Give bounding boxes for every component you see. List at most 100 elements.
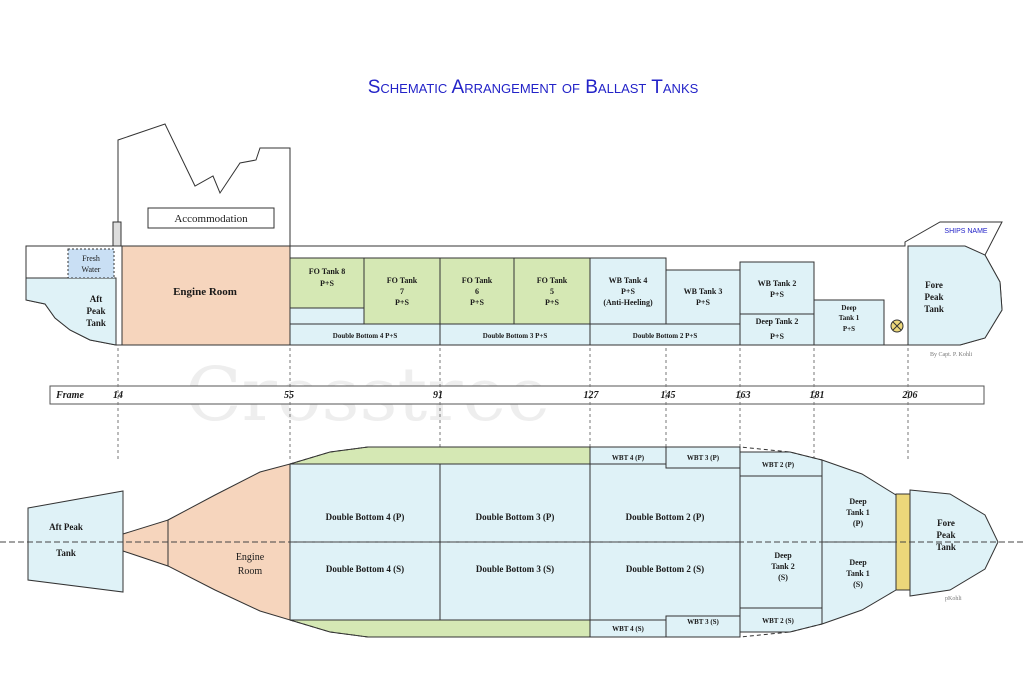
frame-dividers	[117, 348, 909, 460]
deep-tank-2-plan	[739, 475, 823, 609]
label-fo7-2: 7	[400, 287, 404, 296]
plan-label-wbt4p: WBT 4 (P)	[612, 454, 645, 462]
label-accommodation: Accommodation	[174, 213, 248, 225]
frame-181: 181	[810, 390, 825, 401]
frame-55: 55	[284, 390, 294, 401]
plan-label-wbt2s: WBT 2 (S)	[762, 617, 794, 625]
plan-label-aft-peak-2: Tank	[56, 548, 76, 558]
plan-labels: Aft Peak Tank Engine Room Double Bottom …	[49, 454, 962, 633]
plan-label-deep1s-1: Deep	[849, 558, 867, 567]
wb-tank-3	[665, 269, 741, 325]
page-title: Schematic Arrangement of Ballast Tanks	[368, 77, 699, 98]
label-fo5-2: 5	[550, 287, 554, 296]
fo8-lower	[289, 307, 365, 325]
label-wb4-1: WB Tank 4	[609, 276, 648, 285]
plan-label-db3s: Double Bottom 3 (S)	[476, 564, 554, 574]
label-wb4-3: (Anti-Heeling)	[603, 298, 653, 307]
page-title-text: Schematic Arrangement of Ballast Tanks	[368, 77, 699, 98]
label-engine-room: Engine Room	[173, 286, 237, 298]
deep-tank-1-profile	[813, 299, 885, 346]
plan-label-db4s: Double Bottom 4 (S)	[326, 564, 404, 574]
hull-dashed-outline	[289, 446, 823, 638]
label-wb4-2: P+S	[621, 287, 635, 296]
plan-label-engine-1: Engine	[236, 552, 265, 563]
frame-127: 127	[584, 390, 600, 401]
fo-tank-8	[289, 257, 365, 309]
frame-206: 206	[902, 390, 918, 401]
fo-tank-6	[439, 257, 515, 325]
label-fresh-water-1: Fresh	[82, 254, 100, 263]
plan-label-wbt3p: WBT 3 (P)	[687, 454, 720, 462]
label-fo8-1: FO Tank 8	[309, 267, 345, 276]
label-deep1-3: P+S	[843, 325, 855, 333]
label-wb3-2: P+S	[696, 298, 710, 307]
frame-scale: Frame 14 55 91 127 145 163 181 206	[49, 348, 985, 460]
label-fo6-2: 6	[475, 287, 479, 296]
label-fore-peak-1: Fore	[925, 280, 943, 290]
double-bottom-2-profile	[589, 323, 741, 346]
fore-peak-tank-plan	[909, 489, 999, 597]
label-fore-peak-3: Tank	[924, 304, 944, 314]
plan-label-deep1p-2: Tank 1	[846, 508, 870, 517]
label-aft-peak-1: Aft	[90, 294, 103, 304]
plan-label-deep1p-3: (P)	[853, 519, 864, 528]
label-fore-peak-2: Peak	[925, 292, 944, 302]
frame-bar	[49, 385, 985, 405]
label-fo7-1: FO Tank	[387, 276, 418, 285]
plan-label-deep2-3: (S)	[778, 573, 788, 582]
label-fo6-1: FO Tank	[462, 276, 493, 285]
label-aft-peak-3: Tank	[86, 318, 106, 328]
accommodation-box	[147, 207, 275, 229]
plan-label-db3p: Double Bottom 3 (P)	[476, 512, 555, 522]
db3-port-plan	[439, 463, 591, 543]
frame-163: 163	[736, 390, 751, 401]
label-fo5-3: P+S	[545, 298, 559, 307]
db4-stbd-plan	[289, 541, 441, 621]
db2-stbd-plan	[589, 541, 741, 621]
label-wb3-1: WB Tank 3	[684, 287, 723, 296]
shaft-tunnel	[122, 519, 169, 567]
profile-view	[25, 123, 1003, 346]
plan-label-fore-peak-3: Tank	[936, 542, 956, 552]
fo-band-port	[289, 446, 591, 465]
fore-peak-tank-profile	[907, 245, 1003, 346]
plan-label-deep2-2: Tank 2	[771, 562, 795, 571]
plan-label-db2p: Double Bottom 2 (P)	[626, 512, 705, 522]
plan-label-wbt2p: WBT 2 (P)	[762, 461, 795, 469]
label-deep1-2: Tank 1	[839, 314, 860, 322]
plan-label-aft-peak-1: Aft Peak	[49, 522, 83, 532]
label-fo7-3: P+S	[395, 298, 409, 307]
fo-band-stbd	[289, 619, 591, 638]
db3-stbd-plan	[439, 541, 591, 621]
superstructure-outline	[117, 123, 291, 246]
label-db2-profile: Double Bottom 2 P+S	[633, 332, 698, 340]
profile-labels: Accommodation Fresh Water Aft Peak Tank …	[82, 213, 988, 358]
plan-label-fore-peak-2: Peak	[937, 530, 956, 540]
label-wb2-1: WB Tank 2	[758, 279, 797, 288]
frame-label: Frame	[55, 390, 84, 401]
plan-label-deep1s-2: Tank 1	[846, 569, 870, 578]
plan-label-engine-2: Room	[238, 566, 263, 577]
label-wb2-2: P+S	[770, 290, 784, 299]
label-fo6-3: P+S	[470, 298, 484, 307]
label-deep2-1: Deep Tank 2	[756, 317, 799, 326]
stern-post	[112, 221, 122, 247]
label-aft-peak-2: Peak	[87, 306, 106, 316]
engine-room	[121, 245, 291, 346]
plan-label-db4p: Double Bottom 4 (P)	[326, 512, 405, 522]
plan-label-fore-peak-1: Fore	[937, 518, 955, 528]
aft-peak-tank	[25, 277, 117, 346]
wb-tank-2	[739, 261, 815, 315]
credit-top: By Capt. P. Kohli	[930, 352, 973, 358]
frame-91: 91	[433, 390, 443, 401]
ships-name-label: SHIPS NAME	[944, 228, 988, 235]
wb-tank-4	[589, 257, 667, 325]
plan-label-wbt4s: WBT 4 (S)	[612, 625, 644, 633]
label-db4-profile: Double Bottom 4 P+S	[333, 332, 398, 340]
db2-port-plan	[589, 463, 741, 543]
label-fo5-1: FO Tank	[537, 276, 568, 285]
plan-label-deep1p-1: Deep	[849, 497, 867, 506]
frame-14: 14	[113, 390, 123, 401]
